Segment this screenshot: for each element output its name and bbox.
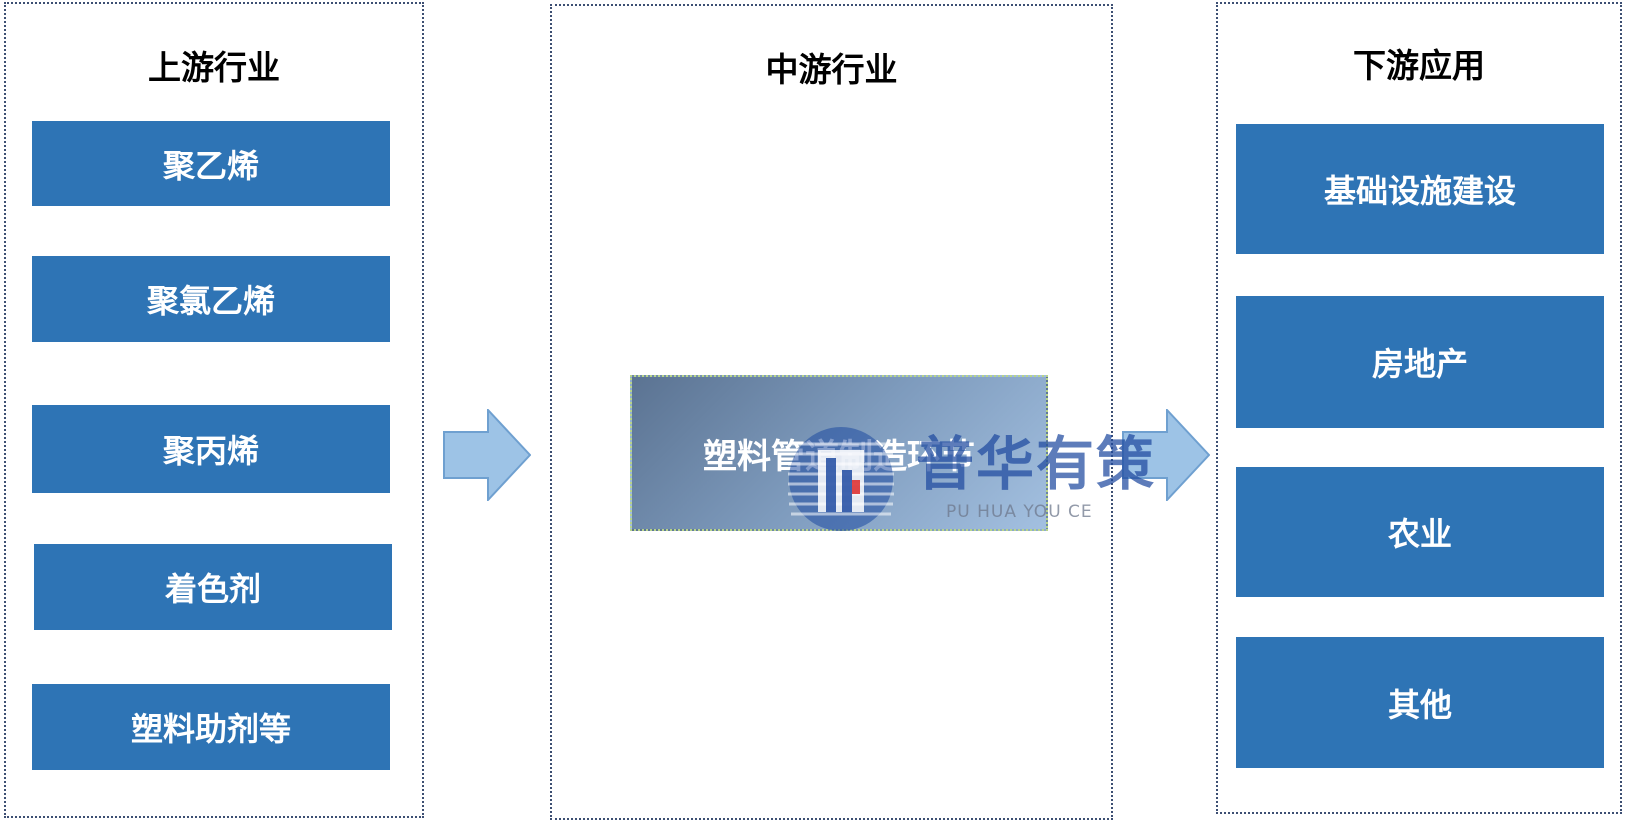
midstream-center-box: 塑料管道制造环节 bbox=[630, 375, 1048, 531]
downstream-item-real-estate: 房地产 bbox=[1236, 296, 1604, 428]
upstream-item-additives: 塑料助剂等 bbox=[32, 684, 390, 770]
flow-arrow-right-icon bbox=[443, 409, 531, 501]
midstream-title: 中游行业 bbox=[765, 50, 898, 89]
flow-arrow-right-icon bbox=[1122, 409, 1210, 501]
downstream-item-agriculture: 农业 bbox=[1236, 467, 1604, 597]
downstream-item-other: 其他 bbox=[1236, 637, 1604, 768]
upstream-item-polypropylene: 聚丙烯 bbox=[32, 405, 390, 493]
upstream-item-polyethylene: 聚乙烯 bbox=[32, 121, 390, 206]
upstream-item-pvc: 聚氯乙烯 bbox=[32, 256, 390, 342]
upstream-item-colorant: 着色剂 bbox=[34, 544, 392, 630]
downstream-title: 下游应用 bbox=[1353, 46, 1485, 85]
upstream-title: 上游行业 bbox=[148, 48, 280, 87]
downstream-item-infrastructure: 基础设施建设 bbox=[1236, 124, 1604, 254]
